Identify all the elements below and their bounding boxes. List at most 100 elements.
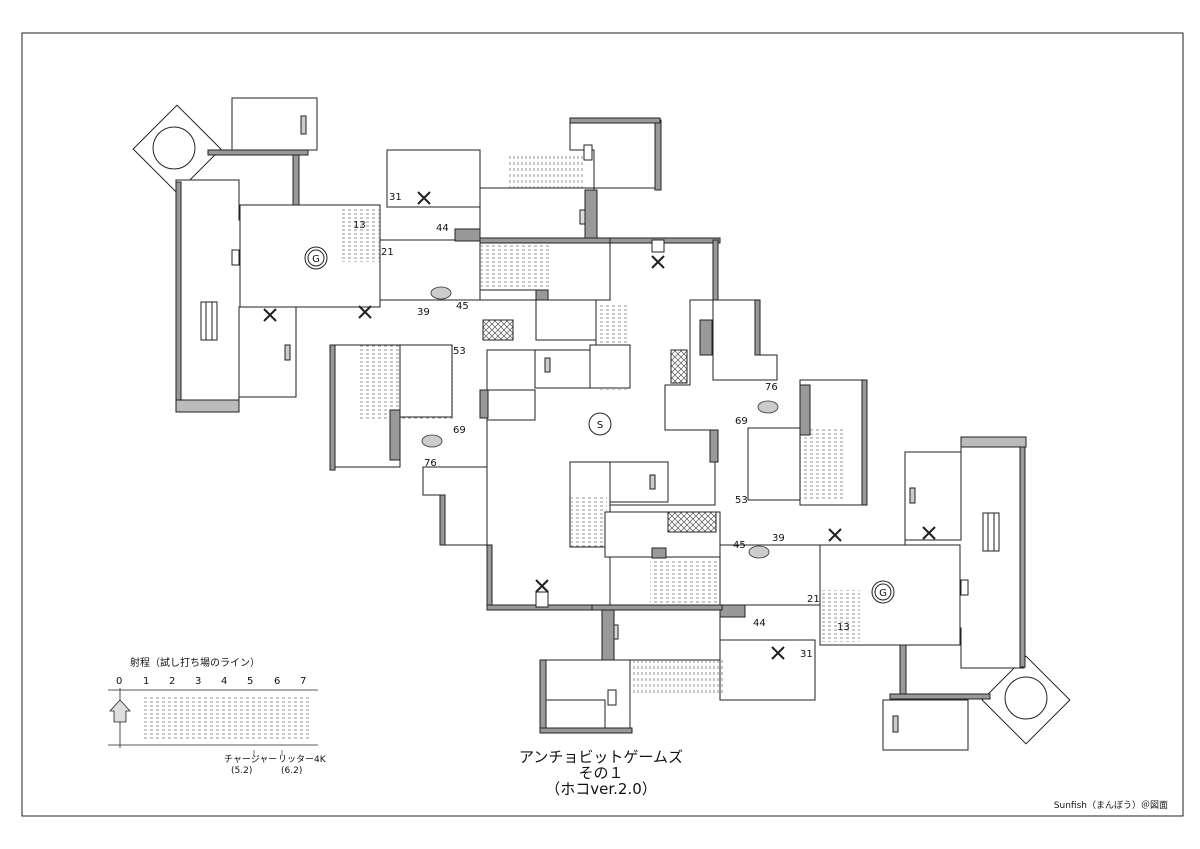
weapon-range: (5.2) (231, 766, 252, 776)
wall (584, 189, 598, 241)
wall (389, 409, 401, 461)
range-tick: 4 (221, 676, 227, 687)
room (541, 659, 631, 729)
room (719, 544, 821, 606)
grate (670, 349, 688, 384)
stairs (507, 153, 584, 188)
room (486, 389, 536, 421)
x-mark (417, 191, 431, 205)
block (421, 434, 443, 448)
x-marks (263, 191, 936, 660)
goal-label: G (879, 588, 887, 599)
wall (454, 228, 481, 242)
pillar (909, 487, 916, 504)
player-arrow-icon (109, 699, 131, 723)
base-pad-circle (1004, 676, 1048, 720)
distance-label: 39 (772, 533, 785, 544)
pillar (300, 115, 307, 135)
wall (601, 609, 615, 661)
ledge (960, 436, 1027, 448)
range-tick: 2 (169, 676, 175, 687)
room (422, 466, 488, 546)
weapon-name: チャージャー (224, 754, 277, 765)
distance-label: 39 (417, 307, 430, 318)
start-marker: S (588, 412, 612, 436)
distance-label: 21 (381, 247, 394, 258)
grate (667, 511, 717, 533)
weapon-name: リッター4K (278, 754, 327, 765)
range-tick: 1 (143, 676, 149, 687)
stairs (570, 495, 607, 547)
wall (439, 494, 446, 546)
wall (591, 604, 723, 611)
room (479, 187, 595, 241)
room (589, 344, 631, 389)
title-line1: アンチョビットゲームズ (519, 748, 683, 766)
distance-labels: 31 13 44 21 45 39 53 69 76 76 69 53 45 3… (353, 192, 850, 660)
wall (539, 659, 547, 731)
distance-label: 31 (389, 192, 402, 203)
wall (292, 149, 300, 206)
wall (861, 379, 868, 506)
room (712, 299, 778, 381)
map-title: アンチョビットゲームズ その１ （ホコver.2.0） (519, 748, 683, 798)
wall (175, 181, 182, 401)
weapon-range: (6.2) (281, 766, 302, 776)
distance-label: 21 (807, 594, 820, 605)
pillar (607, 689, 617, 706)
map-objects (421, 286, 779, 559)
wall (609, 237, 721, 244)
page-frame (21, 32, 1184, 817)
wall (719, 604, 746, 618)
distance-label: 76 (424, 458, 437, 469)
wall (709, 429, 719, 463)
title-line3: （ホコver.2.0） (545, 780, 657, 798)
wall (651, 547, 667, 559)
wall (539, 727, 633, 734)
start-label: S (597, 420, 603, 431)
distance-label: 44 (753, 618, 766, 629)
x-mark (828, 528, 842, 542)
room (747, 427, 801, 501)
stairs (628, 660, 723, 695)
wall (479, 237, 611, 244)
wall (569, 117, 661, 124)
pillar (544, 357, 551, 373)
wall (329, 344, 336, 471)
range-legend: 射程（試し打ち場のライン） 0 1 2 3 4 5 6 7 チャージャー (5.… (108, 656, 327, 776)
pillar (535, 591, 549, 608)
wall (1019, 446, 1026, 668)
x-mark (263, 308, 277, 322)
pillar (284, 344, 291, 361)
stairs (820, 590, 860, 642)
wall (535, 289, 549, 301)
pillar (960, 579, 969, 596)
pillar (649, 474, 656, 490)
room (379, 239, 481, 301)
base-pad-circle (152, 126, 196, 170)
distance-label: 53 (453, 346, 466, 357)
x-mark (535, 579, 549, 593)
distance-label: 44 (436, 223, 449, 234)
range-tick: 0 (116, 676, 122, 687)
map-half-top-left (132, 97, 662, 546)
room (399, 344, 453, 418)
distance-label: 13 (837, 622, 850, 633)
range-tick: 5 (247, 676, 253, 687)
room (609, 461, 669, 503)
x-mark (358, 305, 372, 319)
map-half-bottom-right (539, 299, 1071, 751)
stairs (650, 560, 720, 606)
grate (482, 319, 514, 341)
block (748, 545, 770, 559)
distance-label: 76 (765, 382, 778, 393)
crate (982, 512, 1000, 552)
wall (889, 693, 991, 700)
range-legend-heading: 射程（試し打ち場のライン） (130, 656, 260, 669)
wall (654, 119, 662, 191)
pillar (583, 144, 593, 161)
wall (479, 389, 489, 419)
distance-label: 69 (453, 425, 466, 436)
wall (899, 644, 907, 698)
